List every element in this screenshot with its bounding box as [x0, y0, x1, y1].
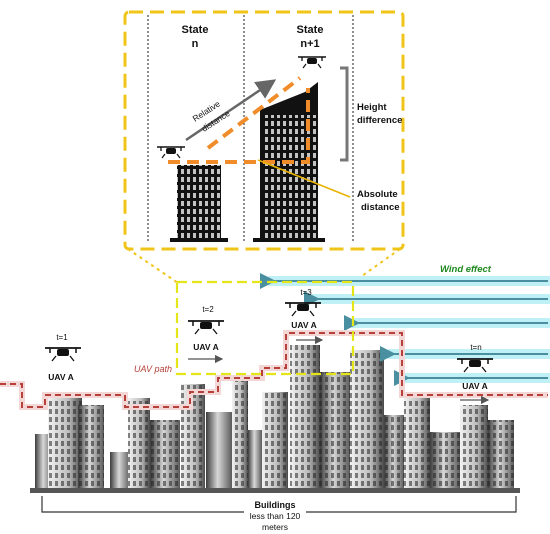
state-n1-title: State	[297, 24, 324, 36]
drone-t2-name: UAV A	[193, 342, 219, 352]
drone-t2-time: t=2	[202, 305, 214, 314]
state-diagonal-path	[206, 76, 302, 150]
state-n-title: State	[182, 24, 209, 36]
drone-t1-name: UAV A	[48, 372, 74, 382]
zoom-panel: State n State n+1	[123, 10, 405, 251]
zoom-connector-left	[127, 248, 179, 284]
state-n1-index: n+1	[300, 38, 319, 50]
uav-path-line	[0, 332, 548, 408]
drone-tn-icon	[457, 358, 493, 373]
height-difference-bracket	[340, 66, 349, 162]
buildings-label: Buildings	[255, 500, 296, 510]
absolute-distance-line	[257, 159, 351, 198]
drone-t3: t=3 UAV A	[285, 288, 321, 330]
absolute-distance-label-2: distance	[361, 202, 400, 213]
buildings-unit-label: meters	[262, 522, 288, 532]
drone-t3-icon	[285, 302, 321, 317]
drone-t1-time: t=1	[56, 333, 68, 342]
city-skyline	[30, 345, 520, 493]
wind-arrows: Wind effect	[260, 264, 550, 386]
height-difference-label-2: difference	[357, 115, 402, 126]
absolute-distance-label: Absolute	[357, 189, 398, 200]
state-n-index: n	[192, 38, 199, 50]
wind-effect-label: Wind effect	[440, 264, 492, 275]
uav-path-label: UAV path	[134, 364, 172, 374]
drone-tn-time: t=n	[470, 343, 481, 352]
buildings-height-label: less than 120	[250, 511, 301, 521]
drone-t1-icon	[45, 347, 81, 362]
state-transition-path	[168, 88, 310, 164]
drone-t2-icon	[188, 320, 224, 335]
uav-path: UAV path	[0, 330, 548, 410]
drone-t3-name: UAV A	[291, 320, 317, 330]
drone-state-n1-icon	[298, 56, 326, 69]
drone-state-n-icon	[157, 146, 185, 159]
time-window-box	[175, 280, 355, 376]
drone-tn-name: UAV A	[462, 381, 488, 391]
height-difference-label: Height	[357, 102, 387, 113]
drone-t1: t=1 UAV A	[45, 333, 81, 382]
drone-t2: t=2 UAV A	[188, 305, 224, 352]
building-state-n	[170, 165, 228, 242]
relative-distance-arrow	[185, 79, 277, 142]
drone-tn: t=n UAV A	[457, 343, 493, 391]
drone-t3-time: t=3	[300, 288, 312, 297]
